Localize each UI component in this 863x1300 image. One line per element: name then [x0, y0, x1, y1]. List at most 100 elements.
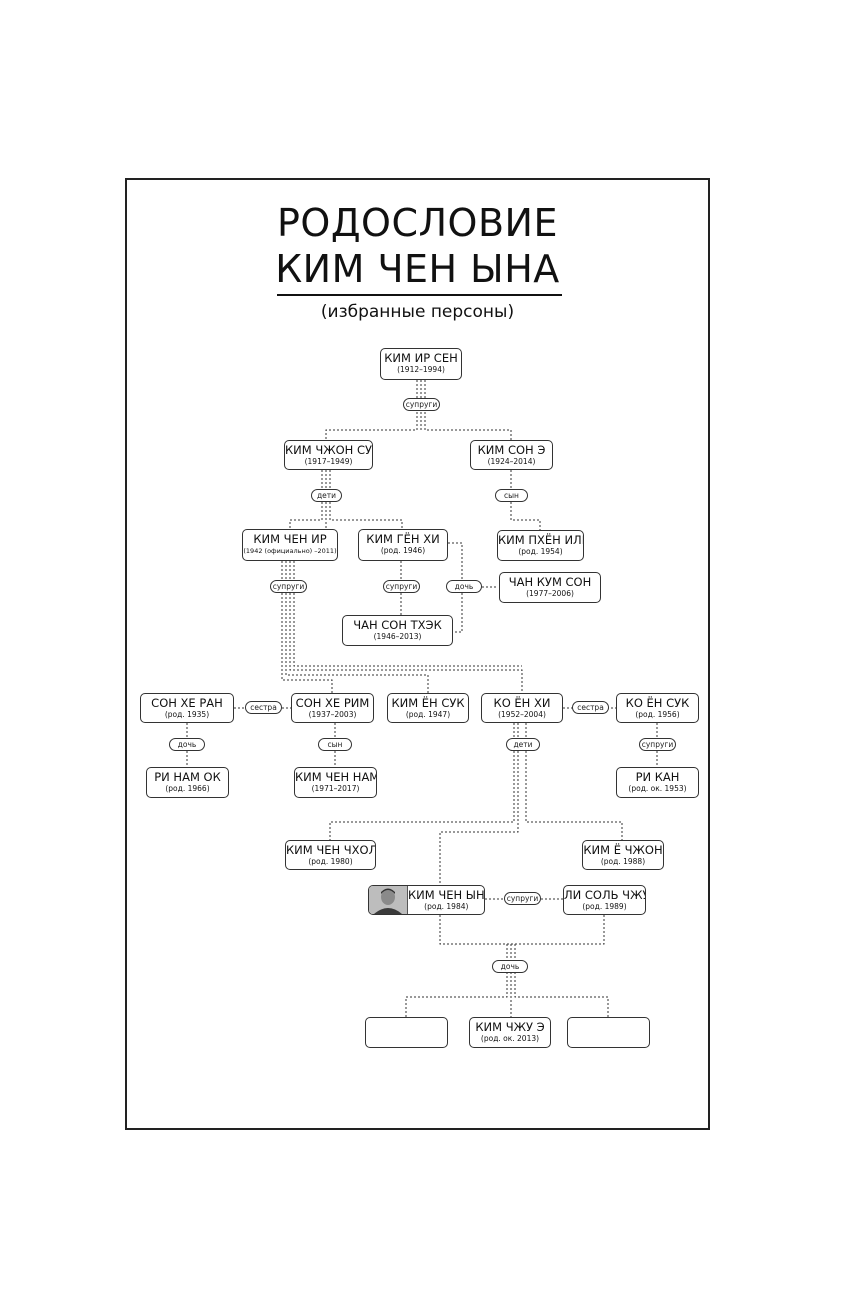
person-name: КИМ ЧЕН ИР	[253, 532, 327, 546]
person-name: ЧАН СОН ТХЭК	[353, 618, 442, 632]
relation-daughter-label: дочь	[492, 960, 528, 973]
relation-children-label: дети	[506, 738, 540, 751]
person-dates: (род. 1954)	[518, 547, 563, 556]
person-dates: (1946–2013)	[373, 632, 422, 641]
relation-spouses-label: супруги	[403, 398, 440, 411]
relation-spouses-label: супруги	[504, 892, 541, 905]
person-ri-kan: РИ КАН (род. ок. 1953)	[616, 767, 699, 798]
person-son-he-rim: СОН ХЕ РИМ (1937–2003)	[291, 693, 374, 723]
person-name: ЛИ СОЛЬ ЧЖУ	[564, 888, 646, 902]
person-li-sol-chzhu: ЛИ СОЛЬ ЧЖУ (род. 1989)	[563, 885, 646, 915]
person-dates: (1924–2014)	[487, 457, 536, 466]
person-kim-ir-sen: КИМ ИР СЕН (1912–1994)	[380, 348, 462, 380]
connector	[439, 723, 519, 885]
person-name: КИМ ЧЕН ЫН	[408, 888, 485, 902]
person-dates: (род. 1966)	[165, 784, 210, 793]
person-dates: (1977–2006)	[526, 589, 574, 598]
person-dates: (род. 1980)	[308, 857, 353, 866]
person-dates: (1942 (официально) –2011)	[243, 547, 337, 555]
page-title: РОДОСЛОВИЕ КИМ ЧЕН ЫНА	[125, 200, 710, 292]
person-name: КИМ ЧЖОН СУК	[285, 443, 373, 457]
connector	[329, 723, 515, 840]
relation-son-label: сын	[318, 738, 352, 751]
person-name: КО ЁН СУК	[625, 696, 690, 710]
person-name: РИ НАМ ОК	[154, 770, 221, 784]
person-dates: (1971–2017)	[311, 784, 360, 793]
person-dates: (род. 1935)	[164, 710, 210, 719]
person-name: КИМ ЧЕН НАМ	[295, 770, 377, 784]
connector	[439, 915, 605, 945]
person-name: КИМ ПХЁН ИЛЬ	[498, 533, 584, 547]
relation-sister-label: сестра	[572, 701, 609, 714]
person-dates: (род. ок. 2013)	[480, 1034, 540, 1043]
diagram-frame	[125, 178, 710, 1130]
person-name: КИМ ИР СЕН	[384, 351, 458, 365]
connector	[424, 380, 512, 440]
person-unknown-child-1	[365, 1017, 448, 1048]
connector	[325, 380, 418, 440]
person-kim-en-suk: КИМ ЁН СУК (род. 1947)	[387, 693, 469, 723]
person-kim-e-chzhon: КИМ Ё ЧЖОН (род. 1988)	[582, 840, 664, 870]
title-line-2: КИМ ЧЕН ЫНА	[275, 247, 560, 291]
person-kim-jong-il: КИМ ЧЕН ИР (1942 (официально) –2011)	[242, 529, 338, 561]
person-kim-chzhu-e: КИМ ЧЖУ Э (род. ок. 2013)	[469, 1017, 551, 1048]
person-dates: (род. 1946)	[380, 546, 426, 555]
person-dates: (род. 1947)	[405, 710, 451, 719]
portrait-photo	[369, 886, 408, 914]
relation-son-label: сын	[495, 489, 528, 502]
person-ri-nam-ok: РИ НАМ ОК (род. 1966)	[146, 767, 229, 798]
person-name: ЧАН КУМ СОН	[508, 575, 592, 589]
person-dates: (1937–2003)	[308, 710, 357, 719]
person-name: СОН ХЕ РИМ	[295, 696, 370, 710]
connector	[525, 723, 623, 840]
relation-daughter-label: дочь	[446, 580, 482, 593]
person-kim-chen-chhol: КИМ ЧЕН ЧХОЛЬ (род. 1980)	[285, 840, 376, 870]
person-name: СОН ХЕ РАН	[151, 696, 223, 710]
person-dates: (1952–2004)	[498, 710, 546, 719]
person-kim-jong-suk: КИМ ЧЖОН СУК (1917–1949)	[284, 440, 373, 470]
person-dates: (1917–1949)	[304, 457, 353, 466]
connector	[293, 561, 522, 667]
portrait-icon	[369, 886, 407, 914]
connector	[514, 944, 609, 1017]
connector	[289, 561, 523, 693]
person-name: КИМ ГЁН ХИ	[366, 532, 440, 546]
person-kim-chen-nam: КИМ ЧЕН НАМ (1971–2017)	[294, 767, 377, 798]
person-chan-son-thek: ЧАН СОН ТХЭК (1946–2013)	[342, 615, 453, 646]
person-ko-en-hi: КО ЁН ХИ (1952–2004)	[481, 693, 563, 723]
relation-spouses-label: супруги	[270, 580, 307, 593]
person-kim-gen-hi: КИМ ГЁН ХИ (род. 1946)	[358, 529, 448, 561]
person-name: КО ЁН ХИ	[493, 696, 551, 710]
connector	[405, 944, 508, 1017]
relation-sister-label: сестра	[245, 701, 282, 714]
connector	[281, 561, 333, 693]
relation-daughter-label: дочь	[169, 738, 205, 751]
person-name: КИМ ЁН СУК	[391, 696, 465, 710]
person-kim-son-e: КИМ СОН Э (1924–2014)	[470, 440, 553, 470]
person-kim-chen-yn: КИМ ЧЕН ЫН (род. 1984)	[368, 885, 485, 915]
person-dates: (род. 1988)	[600, 857, 646, 866]
connector	[329, 470, 403, 529]
title-line-1: РОДОСЛОВИЕ	[277, 201, 558, 245]
relation-children-label: дети	[311, 489, 342, 502]
person-dates: (род. ок. 1953)	[628, 784, 687, 793]
person-unknown-child-2	[567, 1017, 650, 1048]
person-chan-kum-son: ЧАН КУМ СОН (1977–2006)	[499, 572, 601, 603]
page-subtitle: (избранные персоны)	[320, 302, 515, 322]
person-dates: (1912–1994)	[397, 365, 445, 374]
relation-spouses-label: супруги	[639, 738, 676, 751]
person-ko-en-suk: КО ЁН СУК (род. 1956)	[616, 693, 699, 723]
relation-spouses-label: супруги	[383, 580, 420, 593]
person-dates: (род. 1984)	[424, 902, 469, 911]
connector	[285, 561, 429, 693]
person-dates: (род. 1989)	[582, 902, 627, 911]
person-name: КИМ ЧЕН ЧХОЛЬ	[286, 843, 376, 857]
person-name: КИМ Ё ЧЖОН	[583, 843, 663, 857]
title-rule	[277, 294, 562, 296]
person-dates: (род. 1956)	[635, 710, 680, 719]
person-kim-phen-il: КИМ ПХЁН ИЛЬ (род. 1954)	[497, 530, 584, 561]
person-son-he-ran: СОН ХЕ РАН (род. 1935)	[140, 693, 234, 723]
person-name: КИМ СОН Э	[477, 443, 546, 457]
person-name: КИМ ЧЖУ Э	[475, 1020, 545, 1034]
